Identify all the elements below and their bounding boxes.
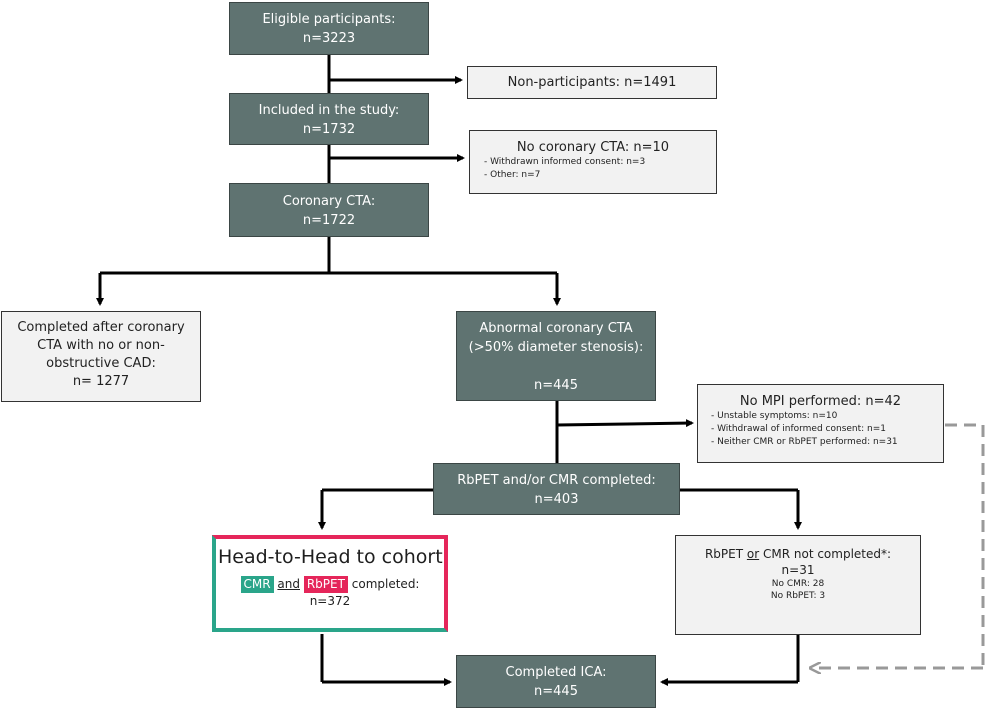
rbpet-cmr-label: RbPET and/or CMR completed: <box>457 473 656 488</box>
head-to-head-title: Head-to-Head to cohort <box>218 546 443 568</box>
head-to-head-n: n=372 <box>309 594 351 608</box>
ica-n: n=445 <box>534 684 578 699</box>
cno-n: n= 1277 <box>72 374 130 389</box>
included-label: Included in the study: <box>258 103 400 118</box>
rbpet-cmr-n: n=403 <box>534 492 579 507</box>
no-mpi-item: - Unstable symptoms: n=10 <box>711 411 838 421</box>
abnormal-cta-box: Abnormal coronary CTA (>50% diameter ste… <box>456 311 656 401</box>
head-to-head-box: Head-to-Head to cohort CMR and RbPET com… <box>212 535 448 632</box>
cno-line3: obstructive CAD: <box>46 356 156 371</box>
no-mpi-box: No MPI performed: n=42 - Unstable sympto… <box>697 384 944 463</box>
non-participants-box: Non-participants: n=1491 <box>467 66 717 99</box>
not-completed-pre: RbPET <box>704 547 744 561</box>
and-text: and <box>277 577 300 591</box>
not-completed-post: CMR not completed*: <box>762 547 892 561</box>
completed-non-obstructive-box: Completed after coronary CTA with no or … <box>1 311 201 402</box>
not-completed-n: n=31 <box>781 563 815 577</box>
rbpet-tag: RbPET <box>303 576 348 593</box>
eligible-participants-box: Eligible participants: n=3223 <box>229 2 429 55</box>
cno-line1: Completed after coronary <box>17 320 185 335</box>
arrow-no-mpi <box>556 419 694 428</box>
completed-ica-box: Completed ICA: n=445 <box>456 655 656 708</box>
not-completed-item: No RbPET: 3 <box>770 591 826 601</box>
included-n: n=1732 <box>302 122 356 137</box>
cno-line2: CTA with no or non- <box>37 338 165 353</box>
no-cta-box: No coronary CTA: n=10 - Withdrawn inform… <box>469 130 717 194</box>
no-cta-title: No coronary CTA: n=10 <box>516 140 670 155</box>
completed-text: completed: <box>351 577 420 591</box>
coronary-cta-n: n=1722 <box>302 213 356 228</box>
included-box: Included in the study: n=1732 <box>229 93 429 145</box>
rbpet-cmr-completed-box: RbPET and/or CMR completed: n=403 <box>433 463 680 515</box>
not-completed-or: or <box>746 547 760 561</box>
eligible-n: n=3223 <box>302 31 356 46</box>
ica-label: Completed ICA: <box>505 665 607 680</box>
not-completed-box: RbPET or CMR not completed*: n=31 No CMR… <box>675 535 921 635</box>
coronary-cta-label: Coronary CTA: <box>282 194 376 209</box>
cmr-tag: CMR <box>240 576 274 593</box>
not-completed-item: No CMR: 28 <box>771 579 825 589</box>
no-mpi-item: - Withdrawal of informed consent: n=1 <box>711 424 887 434</box>
no-cta-item: - Withdrawn informed consent: n=3 <box>484 157 646 167</box>
abnormal-n: n=445 <box>534 378 578 393</box>
abnormal-line1: Abnormal coronary CTA <box>479 321 633 336</box>
coronary-cta-box: Coronary CTA: n=1722 <box>229 183 429 237</box>
non-participants-label: Non-participants: n=1491 <box>507 75 677 90</box>
abnormal-line2: (>50% diameter stenosis): <box>468 340 644 355</box>
no-mpi-item: - Neither CMR or RbPET performed: n=31 <box>711 437 898 447</box>
no-cta-item: - Other: n=7 <box>484 170 541 180</box>
no-mpi-title: No MPI performed: n=42 <box>739 394 902 409</box>
eligible-label: Eligible participants: <box>262 12 396 27</box>
